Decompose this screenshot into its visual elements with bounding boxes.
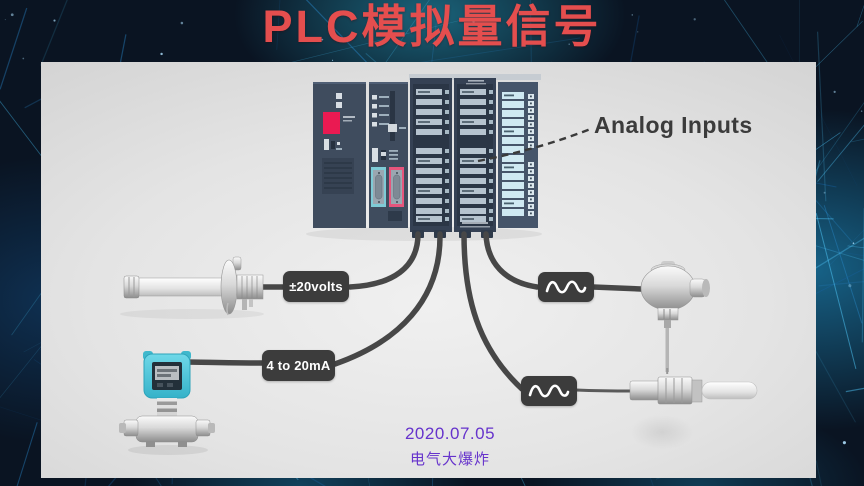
current-signal-text: 4 to 20mA	[266, 358, 331, 373]
current-signal-label: 4 to 20mA	[262, 350, 335, 381]
sine-wave-icon	[528, 384, 570, 398]
sine-wave-icon	[545, 280, 587, 294]
footer-date: 2020.07.05	[404, 424, 496, 443]
signal-conditioner-box-lower	[521, 376, 577, 406]
signal-conditioner-box-upper	[538, 272, 594, 302]
footer-channel-name: 电气大爆炸	[409, 451, 490, 468]
voltage-signal-label: ±20volts	[283, 271, 349, 302]
voltage-signal-text: ±20volts	[289, 279, 343, 294]
watermark	[618, 408, 706, 456]
page-title: PLC模拟量信号	[262, 1, 602, 52]
analog-inputs-callout: Analog Inputs	[594, 112, 753, 138]
